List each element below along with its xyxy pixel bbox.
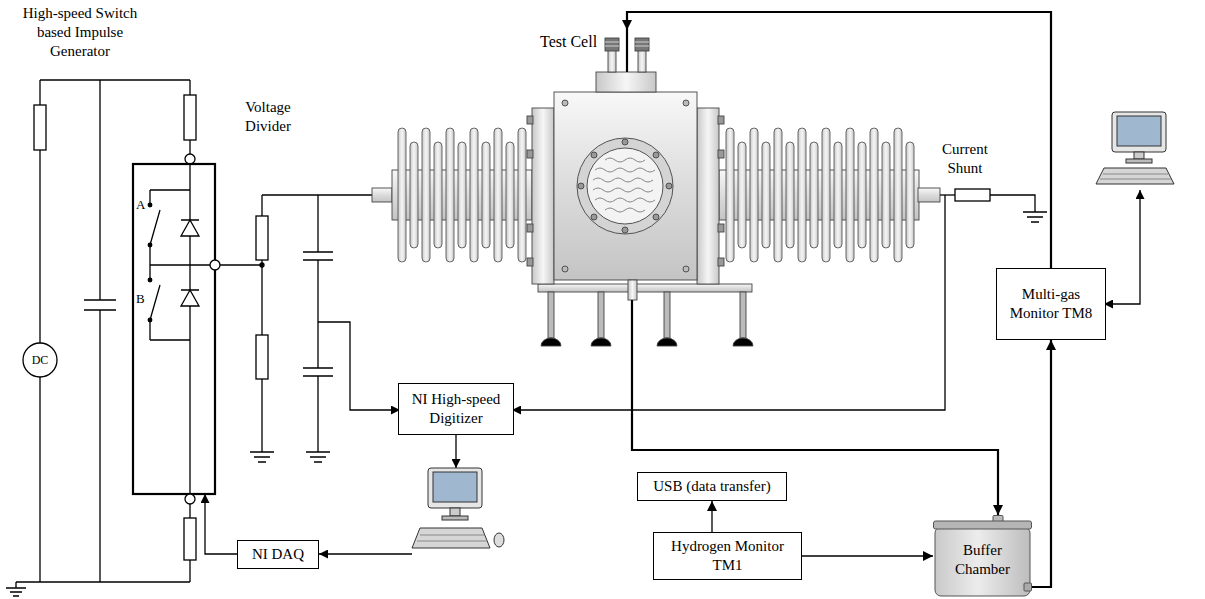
node-label: Buffer Chamber: [941, 541, 1024, 579]
divider-label: Voltage Divider: [228, 98, 308, 136]
hydrogen-monitor-box: Hydrogen Monitor TM1: [653, 532, 802, 580]
computer-icon: [1096, 112, 1174, 184]
gas-line: [627, 12, 1051, 268]
signal-arrow: [802, 555, 933, 556]
node-label: Test Cell: [540, 32, 597, 51]
signal-arrow: [711, 501, 712, 532]
switch-label: A: [136, 197, 145, 213]
daq-box: NI DAQ: [237, 540, 319, 569]
gas-line: [1032, 340, 1051, 587]
test-cell-illustration: [372, 38, 940, 346]
node-label: Hydrogen Monitor TM1: [660, 537, 795, 575]
generator-label: High-speed Switch based Impulse Generato…: [12, 4, 148, 61]
current-shunt-circuit: [319, 189, 1140, 554]
digitizer-box: NI High-speed Digitizer: [398, 383, 514, 435]
switch-label: B: [136, 291, 145, 307]
usb-box: USB (data transfer): [637, 472, 787, 501]
source-label: DC: [23, 352, 57, 368]
shunt-label: Current Shunt: [925, 140, 1005, 178]
gas-line: [632, 300, 998, 515]
computer-icon: [412, 468, 504, 548]
node-label: USB (data transfer): [653, 477, 770, 496]
node-label: NI DAQ: [252, 545, 304, 564]
test-cell: Test Cell: [530, 30, 720, 300]
node-label: Multi-gas Monitor TM8: [1003, 285, 1099, 323]
buffer-chamber: Buffer Chamber: [933, 515, 1032, 597]
voltage-divider-circuit: [220, 195, 400, 462]
impulse-generator-circuit: [6, 80, 237, 596]
gas-inlet: [626, 30, 628, 72]
node-label: NI High-speed Digitizer: [405, 390, 507, 428]
gas-monitor-box: Multi-gas Monitor TM8: [996, 268, 1106, 340]
